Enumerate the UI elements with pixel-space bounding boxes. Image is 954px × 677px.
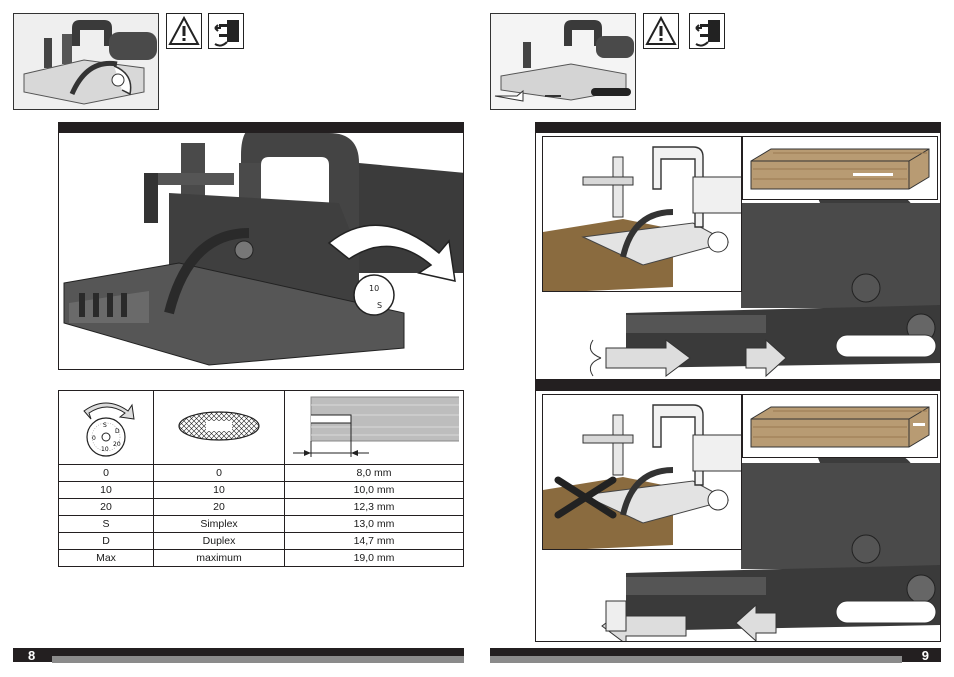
biscuit-cell: 10	[153, 481, 285, 499]
thumbnail-left	[13, 13, 159, 110]
page-number-right: 9	[921, 648, 929, 663]
biscuit-icon	[178, 411, 260, 441]
footer-grey-left	[52, 656, 464, 663]
dial-cell: S	[58, 515, 154, 533]
thumbnail-right	[490, 13, 636, 110]
dial-mark-0: 0	[92, 435, 96, 442]
dial-mark-20: 20	[113, 441, 121, 448]
jointer-depth-adjustment-image: 10 S	[59, 133, 463, 369]
dial-mark-10: 10	[101, 446, 109, 453]
figure-fence-removal	[535, 390, 941, 642]
groove-depth-icon	[293, 396, 462, 457]
cross-out-icon	[554, 476, 617, 519]
depth-cell: 10,0 mm	[284, 481, 464, 499]
dial-cell: D	[58, 532, 154, 550]
header-groove-cell	[284, 390, 464, 465]
figure-a-inset-board	[742, 136, 938, 200]
depth-cell: 14,7 mm	[284, 532, 464, 550]
depth-setting-table: S D 0 10 20 0	[58, 390, 464, 567]
jointer-thumbnail-right-image	[491, 14, 635, 109]
biscuit-cell: Simplex	[153, 515, 285, 533]
depth-cell: 8,0 mm	[284, 464, 464, 482]
board-groove-top-image	[743, 137, 937, 199]
warning-triangle-icon	[166, 13, 202, 49]
board-groove-bottom-image	[743, 395, 937, 457]
dial-cell: 10	[58, 481, 154, 499]
unplug-icon	[208, 13, 244, 49]
biscuit-cell: maximum	[153, 549, 285, 567]
figure-fence-mounting	[535, 132, 941, 380]
figure-a-header-bar	[535, 122, 941, 132]
jointer-inset-bottom-image	[543, 395, 741, 549]
biscuit-cell: Duplex	[153, 532, 285, 550]
dial-cell: 0	[58, 464, 154, 482]
header-biscuit-cell	[153, 390, 285, 465]
depth-cell: 19,0 mm	[284, 549, 464, 567]
header-dial-cell: S D 0 10 20	[58, 390, 154, 465]
svg-text:S: S	[377, 301, 382, 310]
depth-cell: 12,3 mm	[284, 498, 464, 516]
depth-cell: 13,0 mm	[284, 515, 464, 533]
table-header-row: S D 0 10 20	[58, 390, 464, 465]
svg-text:10: 10	[369, 284, 379, 293]
biscuit-cell: 0	[153, 464, 285, 482]
jointer-inset-top-image	[543, 137, 741, 291]
figure-b-inset-board	[742, 394, 938, 458]
biscuit-cell: 20	[153, 498, 285, 516]
jointer-thumbnail-left-image	[14, 14, 158, 109]
dial-mark-d: D	[115, 428, 120, 435]
warning-triangle-icon	[643, 13, 679, 49]
unplug-icon	[689, 13, 725, 49]
dial-cell: Max	[58, 549, 154, 567]
figure-b-header-bar	[535, 380, 941, 390]
depth-dial-icon: S D 0 10 20	[83, 402, 135, 457]
figure-depth-adjustment: 10 S	[58, 132, 464, 370]
dial-mark-s: S	[103, 422, 107, 429]
page-number-left: 8	[28, 648, 36, 663]
dial-cell: 20	[58, 498, 154, 516]
figure-a-inset-jointer	[542, 136, 742, 292]
footer-grey-right	[490, 656, 902, 663]
figure-header-bar	[58, 122, 464, 132]
figure-b-inset-jointer	[542, 394, 742, 550]
